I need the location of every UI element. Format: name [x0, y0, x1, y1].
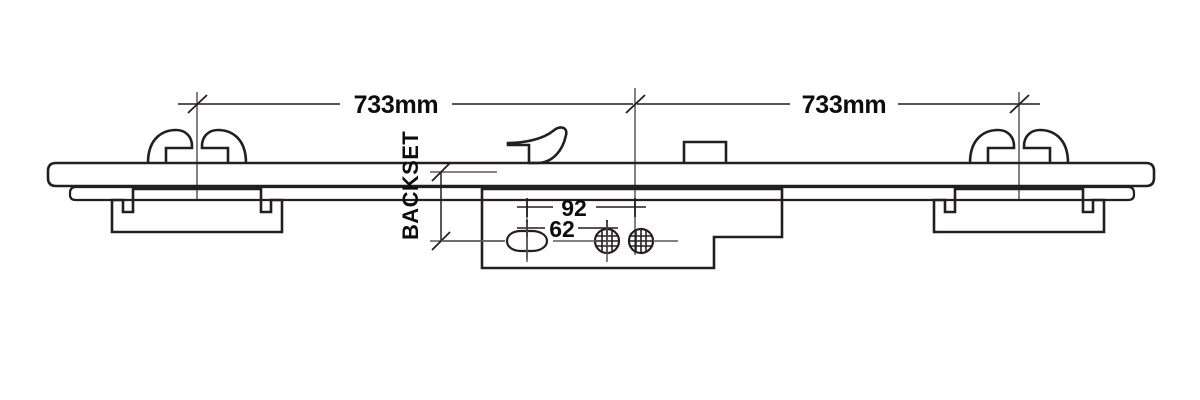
- spindle-hole-2: [627, 227, 655, 255]
- dimension-733-right: 733mm: [637, 91, 1040, 119]
- horizontal-centre-axis: [441, 222, 678, 262]
- left-keep: [110, 187, 284, 234]
- right-keep: [932, 187, 1106, 234]
- latch-block: [682, 140, 728, 163]
- dimension-92: 92: [517, 195, 646, 262]
- right-mushroom-cam: [968, 128, 1070, 164]
- dimension-92-label: 92: [561, 195, 587, 221]
- euro-cylinder-keyhole: [505, 229, 549, 253]
- faceplate-assembly: [46, 161, 1156, 202]
- dimension-733-left: 733mm: [178, 91, 646, 119]
- dimension-backset-label: BACKSET: [398, 131, 423, 240]
- dimension-backset: BACKSET: [398, 131, 505, 251]
- dimension-62-label: 62: [549, 216, 575, 242]
- extension-lines: [196, 88, 1020, 255]
- gearbox-body: [480, 187, 784, 270]
- dimension-733-right-label: 733mm: [802, 91, 887, 119]
- dimension-733-left-label: 733mm: [354, 91, 439, 119]
- left-mushroom-cam: [146, 128, 248, 164]
- centre-hook-cam: [506, 126, 568, 165]
